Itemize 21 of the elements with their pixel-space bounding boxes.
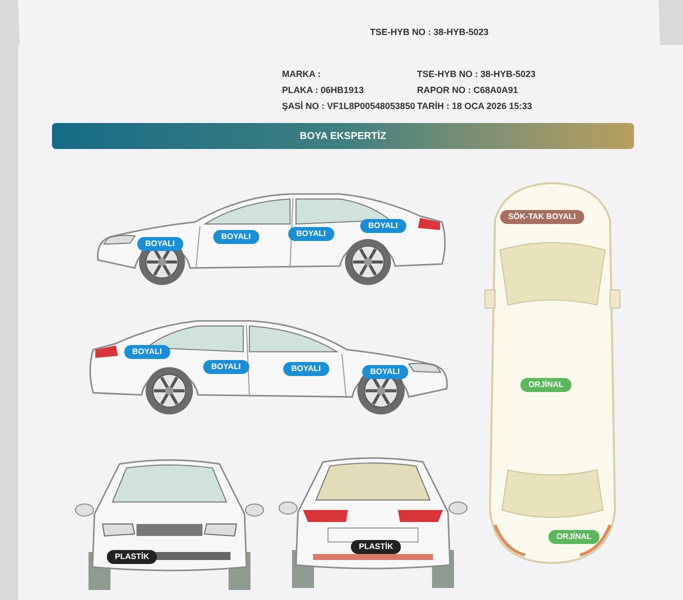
report-field: PLAKA : 06HB1913 bbox=[282, 84, 364, 98]
report-field: RAPOR NO : C68A0A91 bbox=[417, 84, 518, 98]
status-badge: BOYALI bbox=[203, 360, 249, 374]
status-badge: BOYALI bbox=[288, 227, 334, 241]
status-badge: SÖK-TAK BOYALI bbox=[500, 210, 584, 224]
status-badge: ORJİNAL bbox=[548, 530, 600, 544]
report-field: MARKA : bbox=[282, 68, 321, 82]
title-banner: BOYA EKSPERTİZ bbox=[52, 123, 634, 149]
report-field: TSE-HYB NO : 38-HYB-5023 bbox=[417, 68, 536, 82]
status-badge: BOYALI bbox=[362, 365, 408, 379]
status-badge: BOYALI bbox=[283, 362, 329, 376]
status-badge: BOYALI bbox=[213, 230, 259, 244]
report-field: ŞASİ NO : VF1L8P00548053850 bbox=[282, 100, 416, 114]
status-badge: BOYALI bbox=[124, 345, 170, 359]
status-badge: BOYALI bbox=[137, 237, 183, 251]
status-badge: PLASTİK bbox=[350, 540, 402, 554]
report-field: TSE-HYB NO : 38-HYB-5023 bbox=[370, 26, 489, 40]
report-field: TARİH : 18 OCA 2026 15:33 bbox=[417, 100, 532, 114]
status-badge: ORJİNAL bbox=[520, 378, 572, 392]
status-badge: PLASTİK bbox=[106, 550, 158, 564]
status-badge: BOYALI bbox=[360, 219, 406, 233]
